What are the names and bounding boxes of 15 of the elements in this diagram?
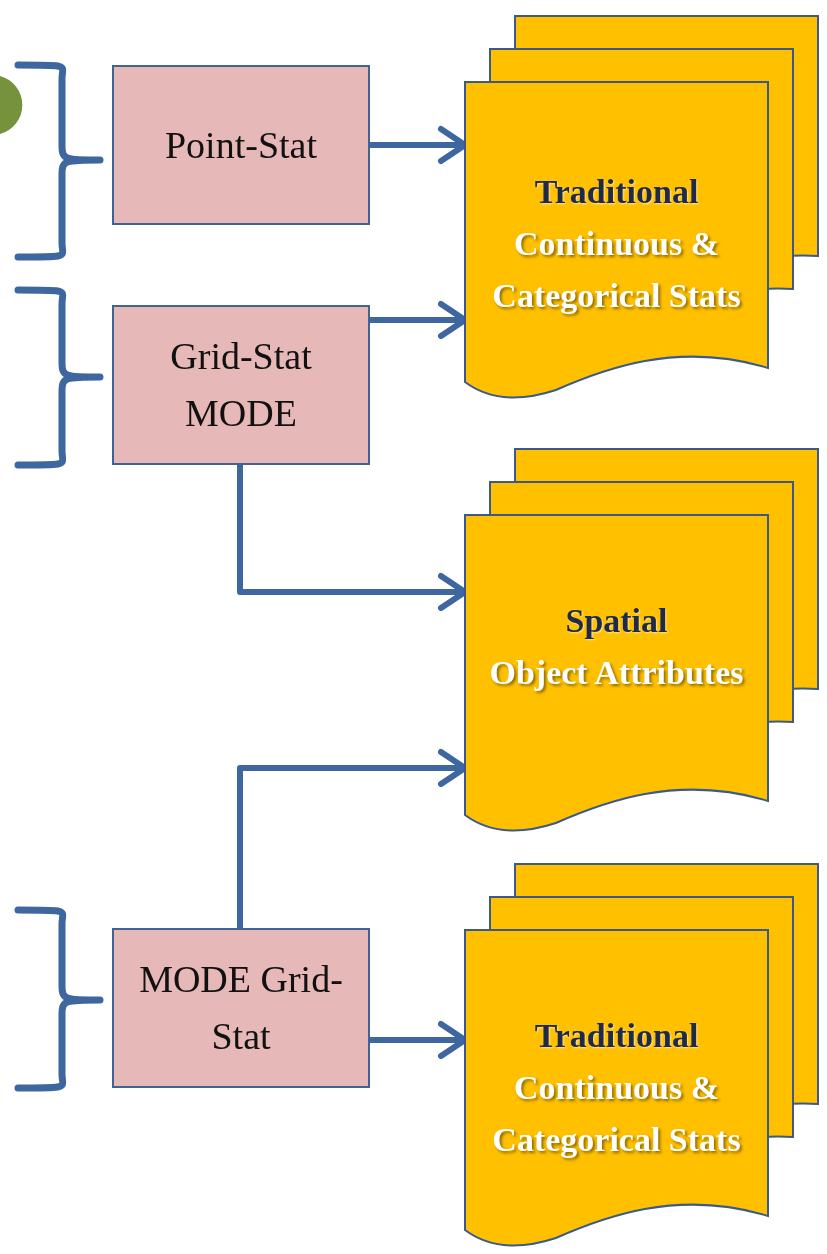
document-text: Spatial [565,601,668,641]
stacked-document [465,449,818,835]
stacked-document [465,864,818,1250]
process-box [112,928,370,1088]
process-box [112,305,370,465]
process-label: Point-Stat [165,122,317,168]
document-text: Object Attributes [489,653,744,693]
document-text: Continuous & Categorical Stats [491,224,742,316]
document-text: Traditional [534,1016,699,1056]
process-label: Grid-Stat MODE [169,334,313,436]
process-box [112,65,370,225]
document-text: Traditional [534,172,699,212]
document-text: Continuous & Categorical Stats [491,1068,742,1160]
process-label: MODE Grid-Stat [138,957,344,1059]
stacked-document [465,16,818,402]
